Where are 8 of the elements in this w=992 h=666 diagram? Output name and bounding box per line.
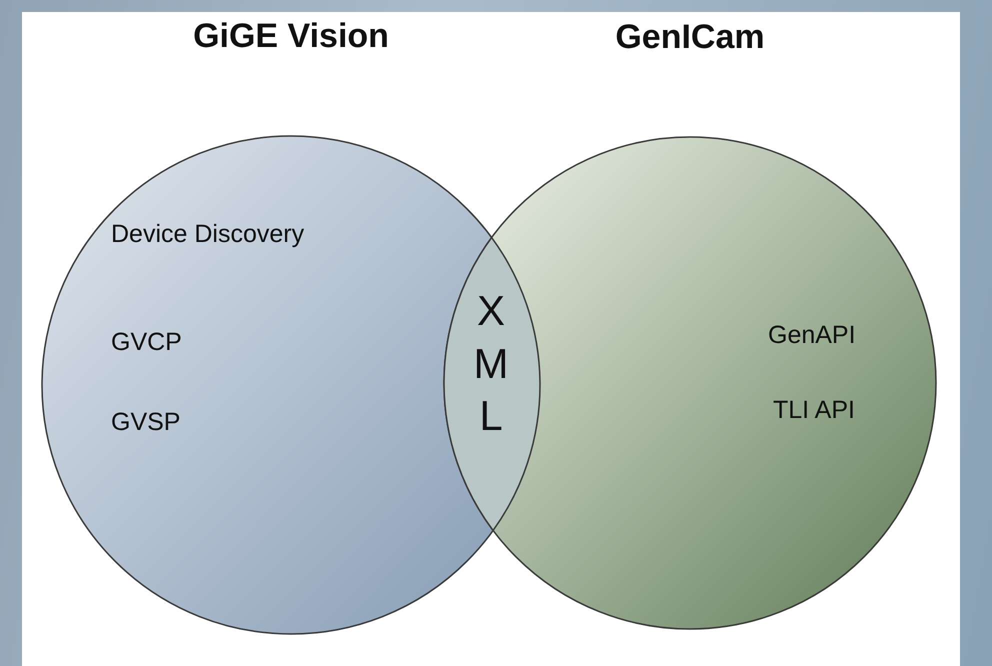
set-item: TLI API bbox=[773, 396, 855, 425]
set-title: GenICam bbox=[614, 18, 766, 57]
set-item: GenAPI bbox=[768, 321, 856, 350]
set-item: GVCP bbox=[111, 328, 182, 357]
set-item: Device Discovery bbox=[111, 220, 304, 249]
overlap-label: X M L bbox=[472, 286, 510, 441]
set-title: GiGE Vision bbox=[192, 17, 390, 56]
set-item: GVSP bbox=[111, 408, 180, 437]
